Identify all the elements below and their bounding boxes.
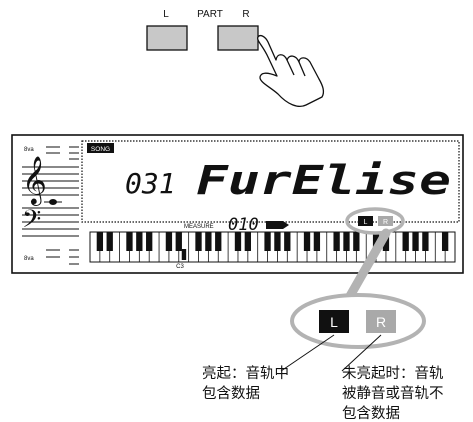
- black-key: [106, 232, 113, 251]
- part-left-button[interactable]: [146, 25, 188, 51]
- octave-label-top: 8va: [24, 147, 34, 153]
- c3-key-marker: [181, 249, 187, 260]
- zoom-indicator-right: [366, 310, 396, 333]
- black-key: [313, 232, 321, 251]
- treble-clef-icon: 𝄞: [22, 155, 47, 206]
- part-label: PART: [197, 9, 223, 20]
- black-key: [234, 232, 242, 251]
- middle-c-note-icon: [49, 199, 57, 205]
- black-key: [343, 232, 350, 251]
- song-title: FurElise: [196, 158, 451, 204]
- black-key: [146, 232, 153, 251]
- right-button-label: R: [242, 9, 249, 20]
- black-key: [353, 232, 360, 251]
- leader-line-lit: [280, 334, 335, 372]
- zoom-circle: [290, 293, 426, 349]
- left-button-label: L: [163, 9, 169, 20]
- black-key: [215, 232, 222, 251]
- callout-connector: [345, 228, 391, 301]
- black-key: [303, 232, 311, 251]
- measure-arrow-icon: [266, 221, 289, 229]
- caption-lit-line-2: 包含数据: [202, 385, 260, 402]
- octave-label-bottom: 8va: [24, 256, 34, 262]
- black-key: [126, 232, 133, 251]
- pointing-hand-icon: [257, 35, 325, 108]
- part-button-panel: L PART R: [146, 9, 259, 51]
- black-key: [165, 232, 173, 251]
- zoom-indicator-left-label: L: [330, 314, 338, 330]
- keyboard-outline: [89, 231, 456, 263]
- caption-unlit-line-1: 未亮起时：音轨: [342, 365, 444, 382]
- black-key: [441, 232, 449, 251]
- black-key: [244, 232, 251, 251]
- lcd-track-indicator-left: [358, 216, 373, 226]
- caption-unlit-line-2: 被静音或音轨不: [342, 385, 444, 402]
- lcd-display: 8va 8va 𝄞 𝄢 SONG 031 FurElise MEASURE 01…: [11, 134, 464, 274]
- indicator-highlight-ring: [345, 207, 405, 235]
- lcd-indicator-right-label: R: [383, 219, 388, 226]
- black-key: [264, 232, 271, 251]
- black-key: [284, 232, 291, 251]
- black-key: [195, 232, 202, 251]
- black-key: [422, 232, 429, 251]
- bass-clef-icon: 𝄢: [22, 205, 41, 240]
- song-badge: SONG: [91, 146, 110, 153]
- black-key: [136, 232, 143, 251]
- song-number: 031: [125, 167, 176, 200]
- lcd-track-indicator-right: [378, 216, 393, 226]
- part-right-button[interactable]: [217, 25, 259, 51]
- black-key: [402, 232, 409, 251]
- keyboard-graphic: [89, 231, 456, 263]
- caption-unlit-line-3: 包含数据: [342, 405, 400, 422]
- music-staff: [22, 146, 79, 265]
- key-label-c3: C3: [176, 264, 184, 270]
- black-key: [175, 232, 182, 251]
- zoom-indicator-left: [319, 310, 349, 333]
- measure-value: 010: [228, 215, 259, 235]
- caption-lit-line-1: 亮起：音轨中: [202, 365, 289, 382]
- black-key: [333, 232, 340, 251]
- callout: L R 亮起：音轨中 包含数据 未亮起时：音轨 被静音或音轨不 包含数据: [202, 207, 444, 422]
- song-badge-box: [87, 143, 114, 153]
- lcd-indicator-left-label: L: [364, 219, 368, 226]
- measure-label: MEASURE: [184, 224, 214, 230]
- black-key: [96, 232, 104, 251]
- black-key: [274, 232, 281, 251]
- zoom-indicator-right-label: R: [376, 314, 386, 330]
- black-key: [205, 232, 212, 251]
- leader-line-unlit: [341, 334, 382, 372]
- black-key: [412, 232, 419, 251]
